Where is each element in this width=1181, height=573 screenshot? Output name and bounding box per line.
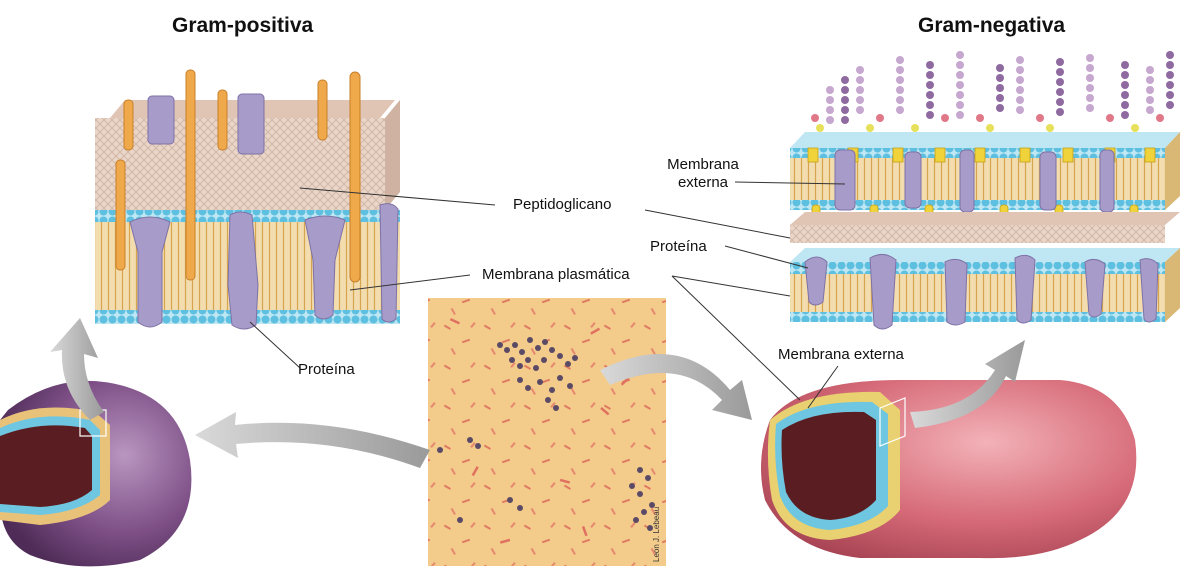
label-outer-membrane-top-line1: Membrana: [667, 156, 739, 173]
label-outer-membrane-top: Membrana externa: [666, 156, 740, 192]
label-outer-membrane-cell: Membrana externa: [778, 346, 904, 364]
gram-stain-micrograph: [428, 298, 666, 566]
label-peptidoglycan: Peptidoglicano: [513, 196, 611, 214]
label-protein-left: Proteína: [298, 361, 355, 379]
photo-credit: Leon J. Lebeau: [652, 507, 661, 562]
title-gram-positive: Gram-positiva: [172, 14, 313, 38]
title-gram-negative: Gram-negativa: [918, 14, 1065, 38]
label-outer-membrane-top-line2: externa: [678, 174, 728, 191]
label-plasma-membrane: Membrana plasmática: [482, 266, 630, 284]
gram-positive-wall-illustration: [95, 70, 400, 329]
gram-negative-wall-illustration: [790, 51, 1180, 329]
label-protein-right: Proteína: [650, 238, 707, 256]
